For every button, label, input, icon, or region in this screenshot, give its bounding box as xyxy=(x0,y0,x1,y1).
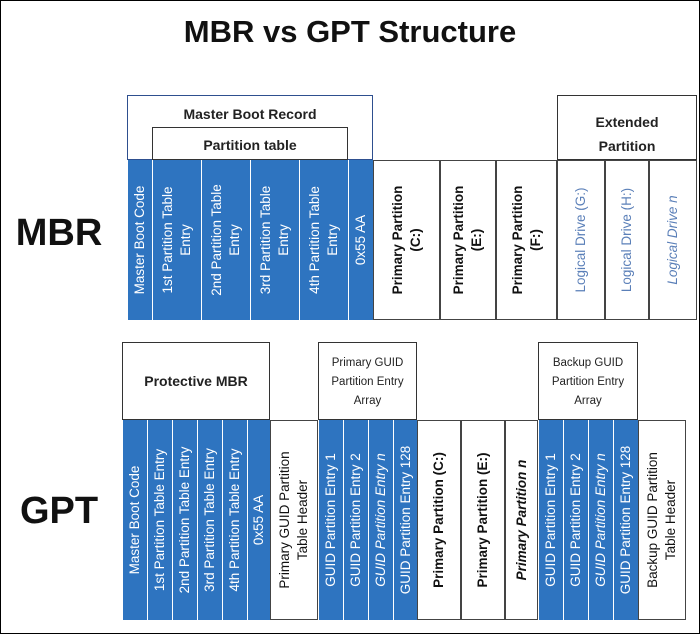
gpt-partition-entry-3: 3rd Partition Table Entry xyxy=(197,420,222,620)
backup-array-box xyxy=(538,342,638,420)
gpt-primary-entry-2: GUID Partition Entry 2 xyxy=(343,420,368,620)
gpt-master-boot-code: Master Boot Code xyxy=(122,420,147,620)
mbr-primary-partition-c: Primary Partition(C:) xyxy=(373,160,440,320)
mbr-primary-partition-f: Primary Partition(F:) xyxy=(496,160,557,320)
extended-partition-line-1: Extended xyxy=(595,114,659,130)
gpt-primary-partition-c: Primary Partition (C:) xyxy=(417,420,461,620)
primary-array-line-2: Partition Entry xyxy=(331,376,404,388)
mbr-logical-drive-g: Logical Drive (G:) xyxy=(557,160,605,320)
primary-array-label: Primary GUID Partition Entry Array xyxy=(318,354,417,411)
extended-partition-label: Extended Partition xyxy=(557,110,697,158)
mbr-master-boot-code: Master Boot Code xyxy=(127,160,152,320)
diagram-title: MBR vs GPT Structure xyxy=(183,14,517,49)
gpt-primary-entry-128: GUID Partition Entry 128 xyxy=(393,420,417,620)
gpt-backup-entry-n: GUID Partition Entry n xyxy=(588,420,613,620)
extended-partition-box xyxy=(557,95,697,160)
gpt-primary-partition-n: Primary Partition n xyxy=(505,420,538,620)
gpt-row-label: GPT xyxy=(19,490,99,532)
primary-array-box xyxy=(318,342,417,420)
gpt-primary-entry-n: GUID Partition Entry n xyxy=(368,420,393,620)
master-boot-record-label: Master Boot Record xyxy=(183,106,317,122)
gpt-signature: 0x55 AA xyxy=(247,420,270,620)
gpt-partition-entry-2: 2nd Partition Table Entry xyxy=(172,420,197,620)
gpt-backup-entry-2: GUID Partition Entry 2 xyxy=(563,420,588,620)
primary-array-line-3: Array xyxy=(353,395,382,407)
mbr-primary-partition-e: Primary Partition(E:) xyxy=(440,160,496,320)
gpt-primary-partition-e: Primary Partition (E:) xyxy=(461,420,505,620)
protective-mbr-label: Protective MBR xyxy=(144,373,248,389)
gpt-partition-entry-1: 1st Partition Table Entry xyxy=(147,420,172,620)
gpt-backup-entry-1: GUID Partition Entry 1 xyxy=(538,420,563,620)
backup-array-line-3: Array xyxy=(574,395,602,407)
mbr-signature: 0x55 AA xyxy=(348,160,373,320)
backup-array-line-1: Backup GUID xyxy=(552,357,624,369)
primary-array-line-1: Primary GUID xyxy=(331,357,404,369)
mbr-logical-drive-n: Logical Drive n xyxy=(649,160,697,320)
backup-array-line-2: Partition Entry xyxy=(551,376,625,388)
partition-table-label: Partition table xyxy=(203,137,297,153)
gpt-backup-entry-128: GUID Partition Entry 128 xyxy=(613,420,638,620)
partition-table-box xyxy=(152,127,348,160)
gpt-primary-entry-1: GUID Partition Entry 1 xyxy=(318,420,343,620)
mbr-logical-drive-h: Logical Drive (H:) xyxy=(605,160,649,320)
mbr-row-label: MBR xyxy=(15,212,103,254)
backup-array-label: Backup GUID Partition Entry Array xyxy=(538,354,638,411)
protective-mbr-box xyxy=(122,342,270,420)
gpt-partition-entry-4: 4th Partition Table Entry xyxy=(222,420,247,620)
extended-partition-line-2: Partition xyxy=(598,138,656,154)
